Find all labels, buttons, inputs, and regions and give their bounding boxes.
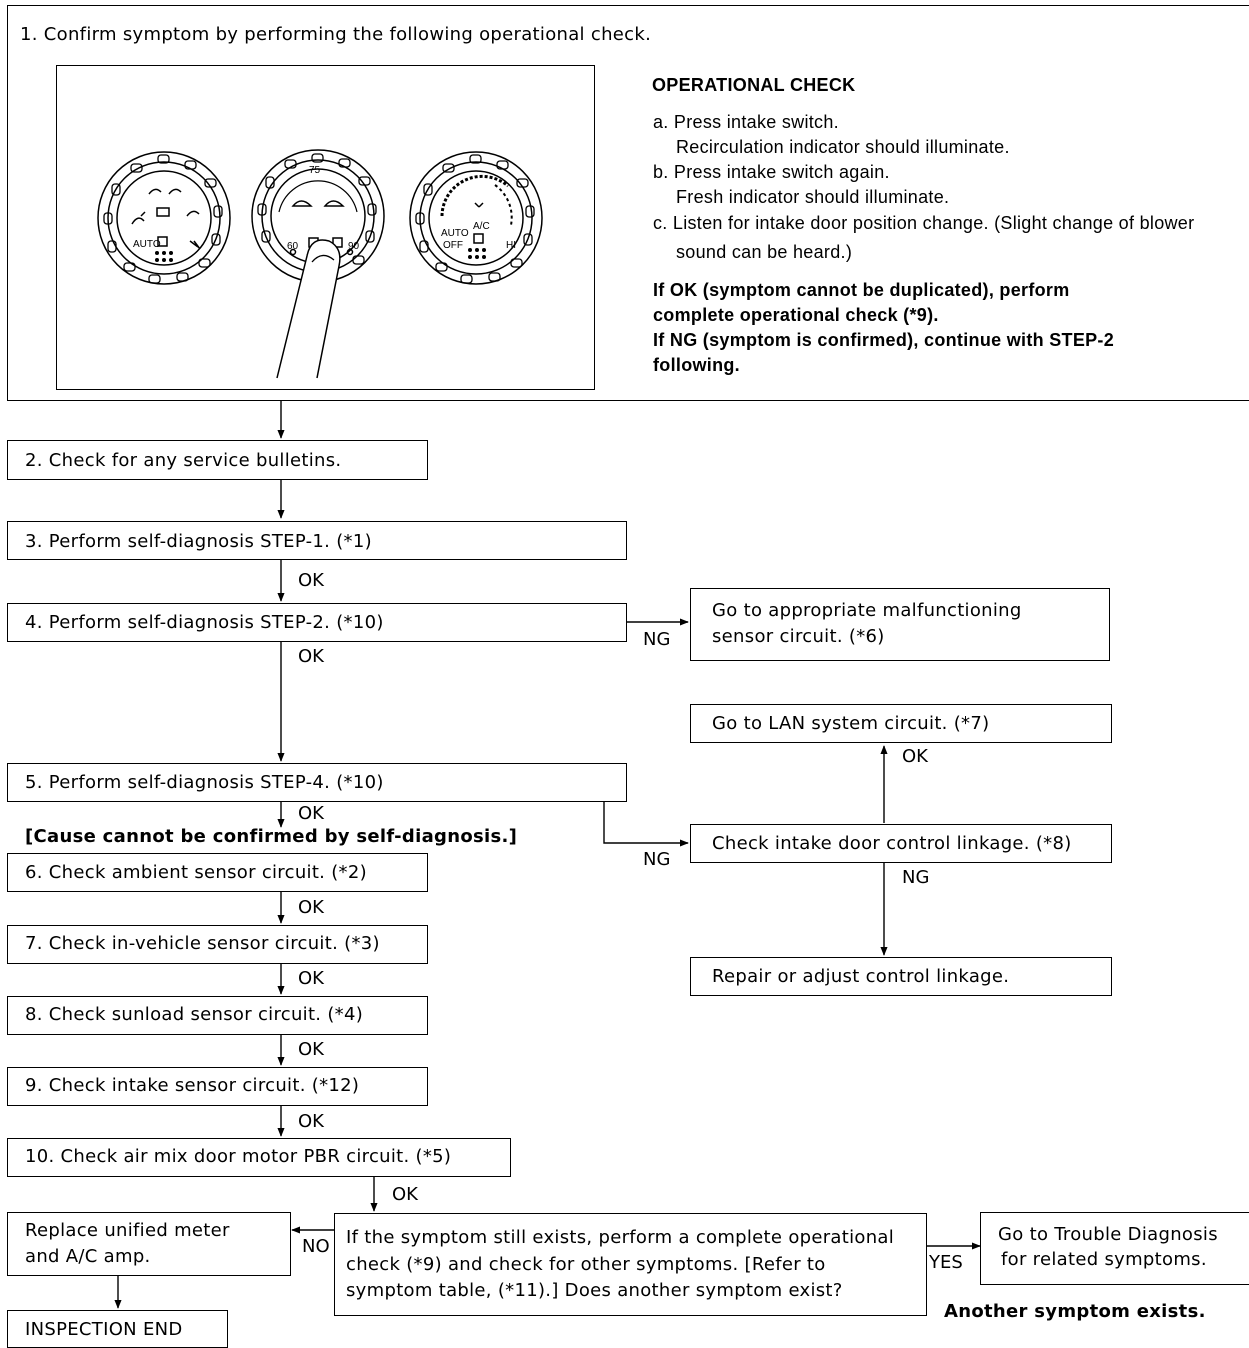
result-line-1: If OK (symptom cannot be duplicated), pe…	[653, 280, 1070, 300]
step4-text: 4. Perform self-diagnosis STEP-2. (*10)	[25, 612, 384, 633]
mid-dial-60-label: 60	[287, 241, 299, 252]
step10-text: 10. Check air mix door motor PBR circuit…	[25, 1146, 452, 1167]
trouble-diagnosis-box	[980, 1212, 1249, 1285]
step3-text: 3. Perform self-diagnosis STEP-1. (*1)	[25, 531, 372, 552]
mid-dial-90-label: 90	[348, 241, 360, 252]
ng-label-linkage-repair: NG	[902, 867, 930, 888]
repair-box	[690, 957, 1112, 996]
control-panel-drawing: AUTO 75 60 90 AUTO OFF A/C HI	[97, 149, 543, 379]
step1-text: 1. Confirm symptom by performing the fol…	[20, 24, 652, 45]
result-line-4: following.	[653, 355, 740, 375]
control-panel-illustration: AUTO 75 60 90 AUTO OFF A/C HI	[56, 65, 595, 390]
step6-text: 6. Check ambient sensor circuit. (*2)	[25, 862, 367, 883]
ok-label-8-9: OK	[298, 1039, 324, 1060]
step3-box	[7, 521, 627, 560]
step8-text: 8. Check sunload sensor circuit. (*4)	[25, 1004, 364, 1025]
ok-label-4-5: OK	[298, 646, 324, 667]
mid-dial-75-label: 75	[309, 165, 321, 176]
linkage-check-box	[690, 824, 1112, 863]
no-label: NO	[302, 1236, 330, 1257]
yes-label: YES	[929, 1252, 963, 1273]
lan-text: Go to LAN system circuit. (*7)	[712, 713, 990, 734]
step5-text: 5. Perform self-diagnosis STEP-4. (*10)	[25, 772, 384, 793]
step8-box	[7, 996, 428, 1035]
finger-icon	[276, 239, 341, 379]
ng-label-step4: NG	[643, 629, 671, 650]
linkage-check-text: Check intake door control linkage. (*8)	[712, 833, 1072, 854]
replace-box	[7, 1212, 291, 1276]
trouble-line-2: for related symptoms.	[1001, 1249, 1207, 1270]
op-check-title: OPERATIONAL CHECK	[652, 75, 856, 95]
result-line-2: complete operational check (*9).	[653, 305, 939, 325]
ng-label-step5: NG	[643, 849, 671, 870]
right-dial-ac-label: A/C	[473, 221, 490, 232]
malfunction-box	[690, 588, 1110, 661]
step6-box	[7, 853, 428, 892]
ok-label-7-8: OK	[298, 968, 324, 989]
ok-label-3-4: OK	[298, 570, 324, 591]
step7-text: 7. Check in-vehicle sensor circuit. (*3)	[25, 933, 380, 954]
another-symptom-note: Another symptom exists.	[944, 1301, 1206, 1322]
result-line-3: If NG (symptom is confirmed), continue w…	[653, 330, 1115, 350]
ok-label-9-10: OK	[298, 1111, 324, 1132]
op-check-line-c2: sound can be heard.)	[676, 242, 853, 262]
step9-text: 9. Check intake sensor circuit. (*12)	[25, 1075, 360, 1096]
ok-label-5-6: OK	[298, 803, 324, 824]
ok-label-6-7: OK	[298, 897, 324, 918]
step2-box	[7, 440, 428, 480]
question-line-2: check (*9) and check for other symptoms.…	[346, 1254, 826, 1275]
question-line-1: If the symptom still exists, perform a c…	[346, 1227, 895, 1248]
op-check-line-c: c. Listen for intake door position chang…	[653, 213, 1195, 233]
replace-line-2: and A/C amp.	[25, 1246, 151, 1267]
step4-box	[7, 603, 627, 642]
step2-text: 2. Check for any service bulletins.	[25, 450, 342, 471]
op-check-line-a2: Recirculation indicator should illuminat…	[676, 137, 1010, 157]
question-box	[334, 1213, 927, 1316]
right-dial-hi-label: HI	[506, 240, 516, 251]
step10-box	[7, 1138, 511, 1177]
cause-note: [Cause cannot be confirmed by self-diagn…	[25, 826, 518, 847]
step9-box	[7, 1067, 428, 1106]
ok-label-linkage-lan: OK	[902, 746, 928, 767]
step1-box	[7, 5, 1249, 401]
op-check-line-b: b. Press intake switch again.	[653, 162, 890, 182]
malfunction-line-2: sensor circuit. (*6)	[712, 626, 885, 647]
step5-box	[7, 763, 627, 802]
right-dial-off-label: OFF	[443, 240, 463, 251]
question-line-3: symptom table, (*11).] Does another symp…	[346, 1280, 843, 1301]
ok-label-10-question: OK	[392, 1184, 418, 1205]
op-check-line-a: a. Press intake switch.	[653, 112, 839, 132]
malfunction-line-1: Go to appropriate malfunctioning	[712, 600, 1022, 621]
step7-box	[7, 925, 428, 964]
left-dial-auto-label: AUTO	[133, 239, 161, 250]
op-check-line-b2: Fresh indicator should illuminate.	[676, 187, 950, 207]
replace-line-1: Replace unified meter	[25, 1220, 230, 1241]
lan-box	[690, 704, 1112, 743]
right-dial-auto-label: AUTO	[441, 228, 469, 239]
repair-text: Repair or adjust control linkage.	[712, 966, 1010, 987]
inspection-end-text: INSPECTION END	[25, 1319, 183, 1340]
trouble-line-1: Go to Trouble Diagnosis	[998, 1224, 1218, 1245]
